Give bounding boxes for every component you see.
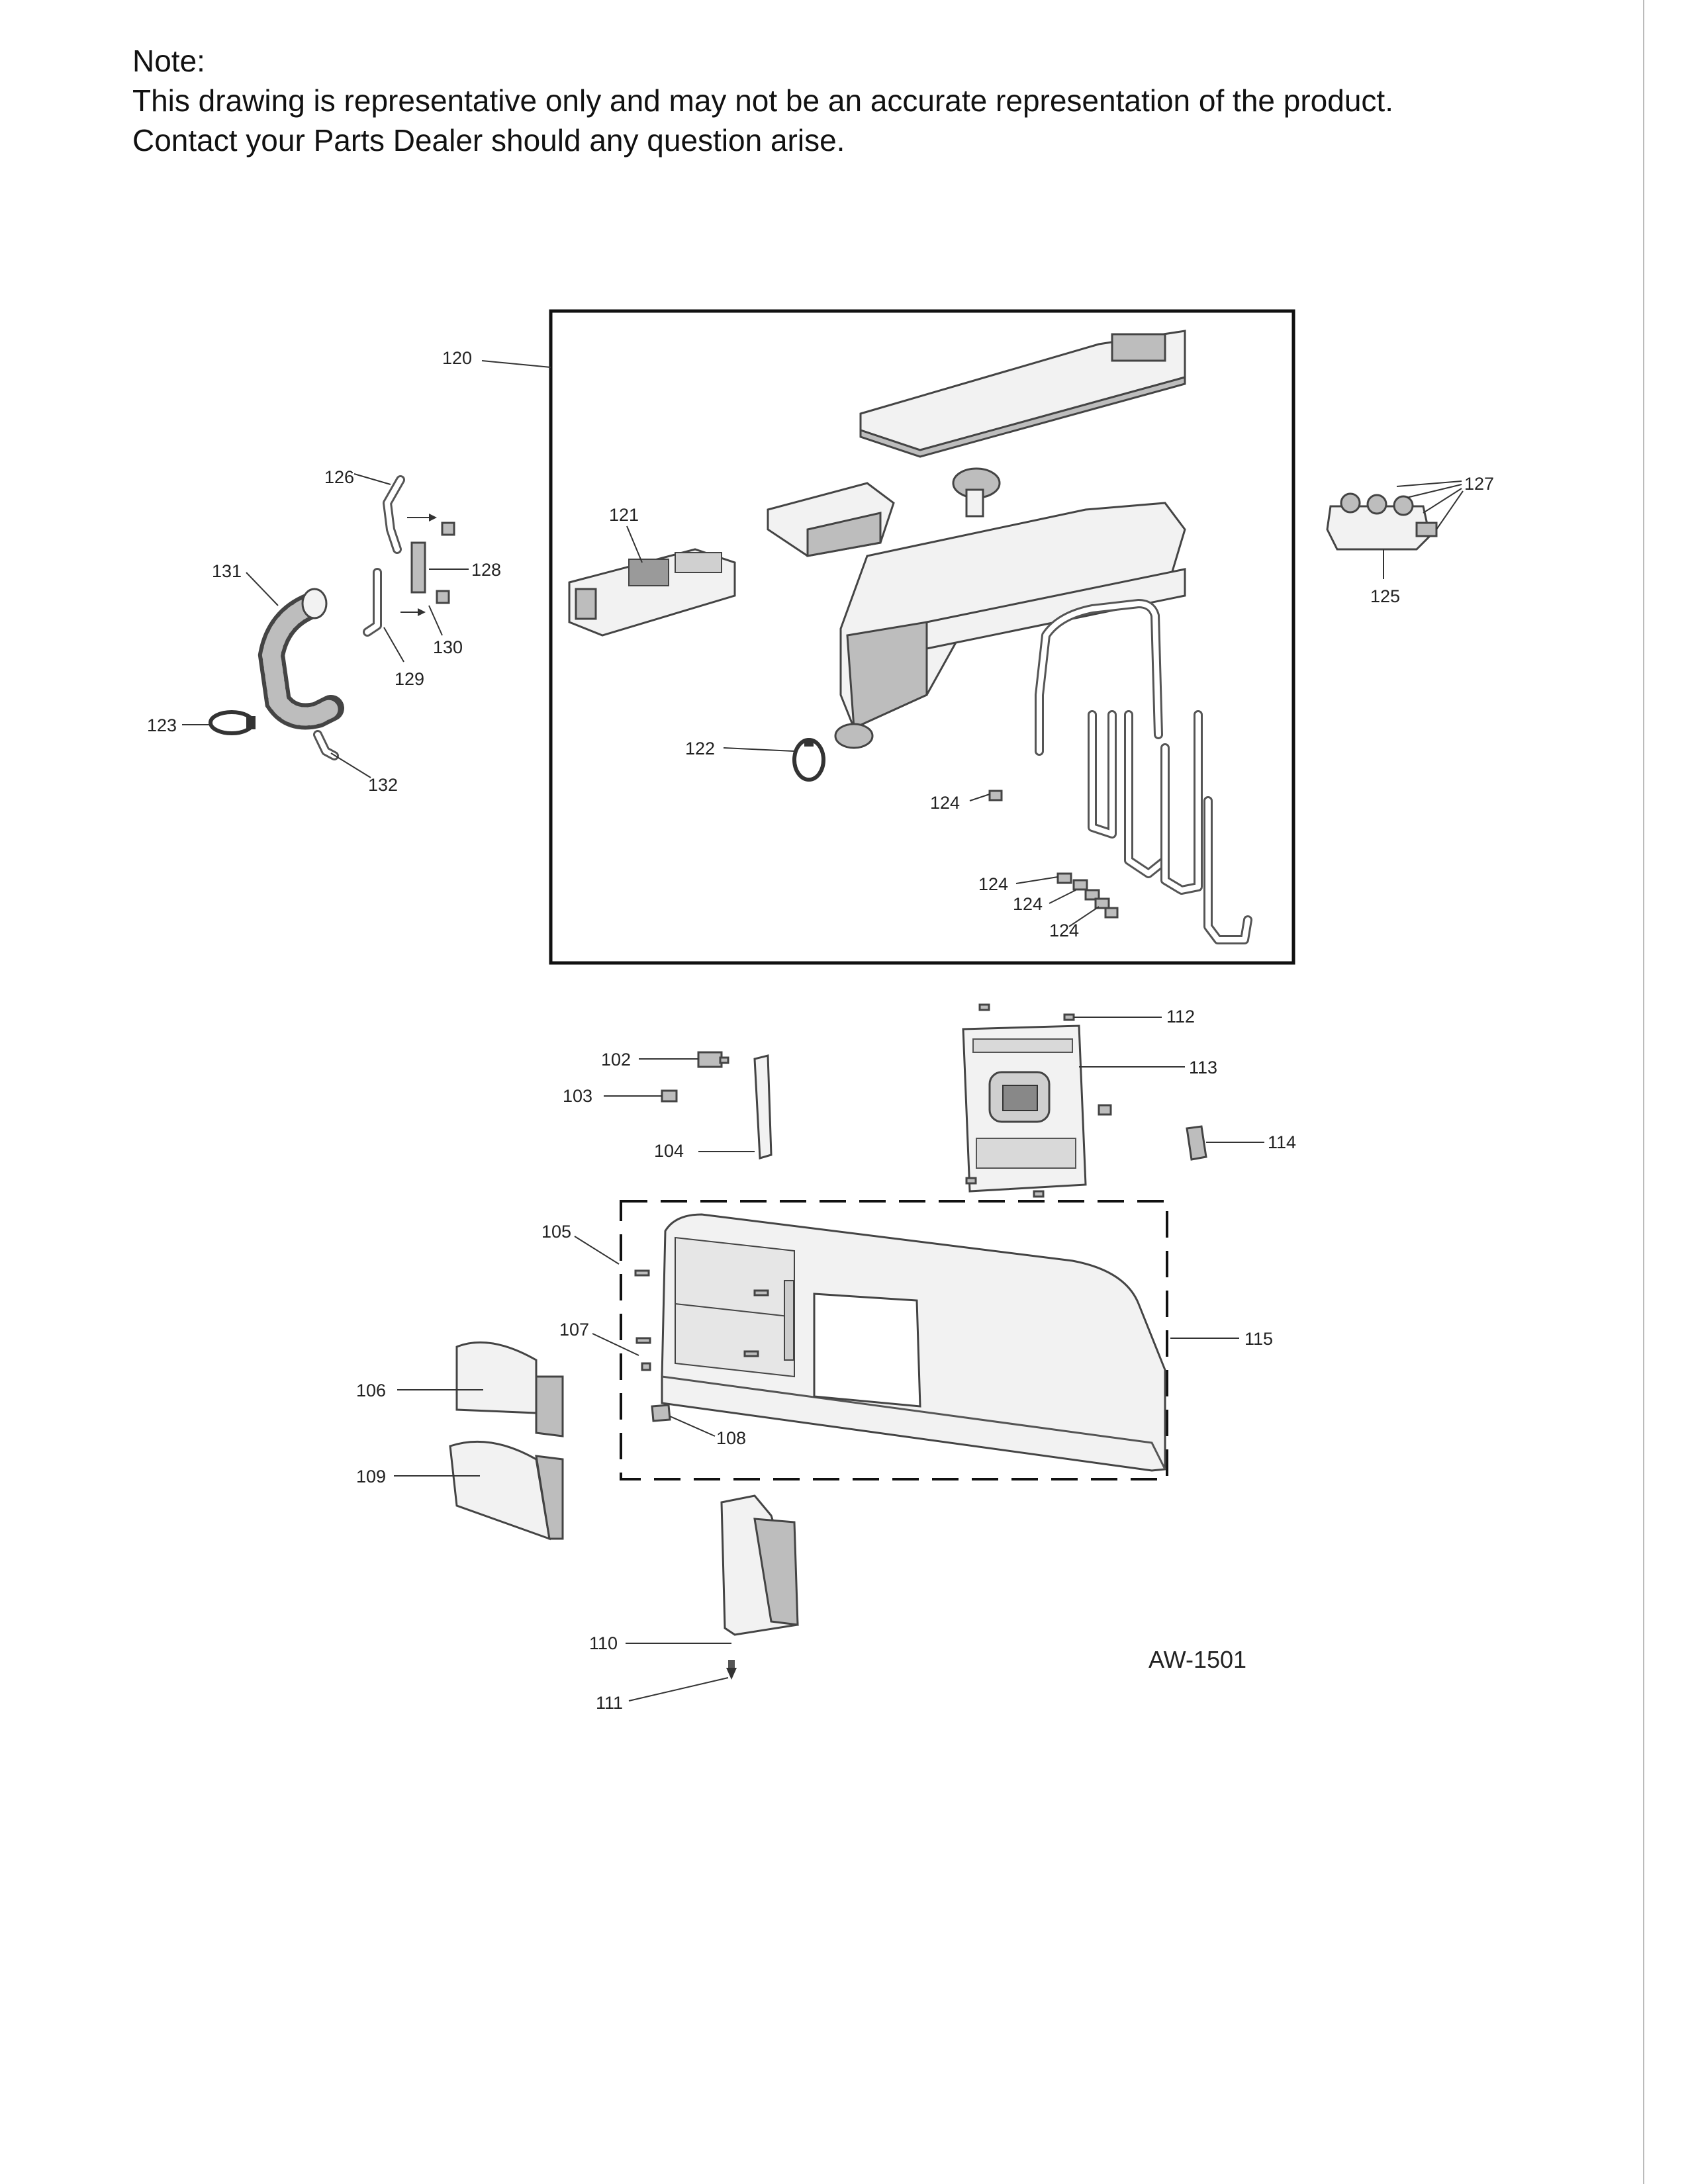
note-heading: Note: [132, 44, 205, 78]
part-128-connector [410, 522, 455, 604]
leader-127d [1436, 490, 1464, 530]
note-line-1: This drawing is representative only and … [132, 83, 1393, 118]
part-114-switch [1186, 1125, 1207, 1161]
arrow-head-130 [418, 608, 426, 616]
callout-125: 125 [1370, 586, 1400, 606]
part-hose-bundle [1035, 599, 1252, 944]
part-115-control-panel [661, 1213, 1166, 1472]
part-122-clamp [792, 738, 825, 782]
callout-131: 131 [212, 561, 242, 581]
callout-113: 113 [1189, 1058, 1217, 1077]
leader-121 [626, 525, 643, 563]
part-126-hose [383, 475, 405, 554]
part-107-screws [635, 1337, 759, 1371]
assembly-120-frame [549, 309, 1295, 965]
callout-122: 122 [685, 739, 715, 758]
callout-107: 107 [559, 1320, 589, 1340]
callout-128: 128 [471, 560, 501, 580]
arrow-head-126 [429, 514, 437, 522]
callout-115: 115 [1244, 1329, 1273, 1349]
part-112-screws [965, 1003, 1075, 1198]
leader-129 [383, 627, 404, 662]
leader-127c [1423, 488, 1462, 514]
callout-124a: 124 [930, 793, 960, 813]
callout-132: 132 [368, 775, 398, 795]
leader-131 [246, 572, 279, 606]
leader-107 [592, 1333, 639, 1356]
note-block: Note: This drawing is representative onl… [132, 41, 1393, 160]
part-siphon-cap [952, 467, 1001, 518]
leader-124d [1068, 906, 1100, 927]
leader-132 [330, 752, 371, 778]
part-103-screw [661, 1089, 678, 1103]
leader-111 [628, 1677, 729, 1702]
leader-130 [428, 605, 443, 636]
part-104-light-pipe [753, 1054, 773, 1160]
callout-110: 110 [589, 1633, 618, 1653]
page-edge-rule [1643, 0, 1644, 2184]
leader-124a [969, 794, 990, 801]
part-102-switch [697, 1051, 729, 1068]
part-131-corrugated-hose [258, 588, 344, 730]
leader-127b [1406, 484, 1462, 498]
part-106-end-cap [455, 1341, 564, 1437]
part-132-elbow [313, 730, 339, 760]
callout-103: 103 [563, 1086, 592, 1106]
callout-127: 127 [1464, 474, 1494, 494]
note-line-2: Contact your Parts Dealer should any que… [132, 123, 845, 158]
leader-108 [669, 1416, 716, 1437]
part-top-cover [859, 330, 1186, 458]
assembly-115-frame [620, 1200, 1168, 1480]
callout-109: 109 [356, 1467, 386, 1486]
part-109-end-cap [449, 1440, 564, 1541]
callout-114: 114 [1268, 1132, 1296, 1152]
callout-104: 104 [654, 1141, 684, 1161]
leader-124c [1049, 889, 1076, 904]
leader-127a [1396, 480, 1462, 487]
part-123-clamp [209, 710, 256, 735]
model-code: AW-1501 [1149, 1646, 1246, 1673]
callout-108: 108 [716, 1428, 746, 1448]
part-124-clips [988, 790, 1119, 919]
part-125-water-valve [1326, 492, 1438, 551]
part-111-screw [726, 1660, 737, 1680]
callout-124d: 124 [1049, 921, 1079, 940]
part-dispenser-insert [767, 482, 895, 557]
part-113-control-board [962, 1024, 1112, 1193]
callout-102: 102 [601, 1050, 631, 1069]
callout-105: 105 [541, 1222, 571, 1242]
callout-112: 112 [1166, 1007, 1195, 1026]
callout-121: 121 [609, 505, 639, 525]
callout-106: 106 [356, 1381, 386, 1400]
leader-120 [481, 360, 551, 368]
callout-124b: 124 [978, 874, 1008, 894]
callout-120: 120 [442, 348, 472, 368]
callout-129: 129 [395, 669, 424, 689]
part-129-pipe [363, 568, 382, 637]
callout-130: 130 [433, 637, 463, 657]
part-105-screws [634, 1269, 769, 1297]
part-108-button [651, 1404, 671, 1422]
callout-126: 126 [324, 467, 354, 487]
part-121-dispenser-drawer [568, 548, 736, 637]
leader-126 [353, 473, 391, 485]
callout-123: 123 [147, 715, 177, 735]
part-dispenser-housing [834, 502, 1186, 749]
leader-105 [574, 1236, 620, 1265]
part-110-bracket [720, 1494, 799, 1636]
callout-124c: 124 [1013, 894, 1043, 914]
leader-122 [723, 747, 795, 752]
leader-124b [1015, 876, 1058, 884]
callout-111: 111 [596, 1693, 623, 1713]
